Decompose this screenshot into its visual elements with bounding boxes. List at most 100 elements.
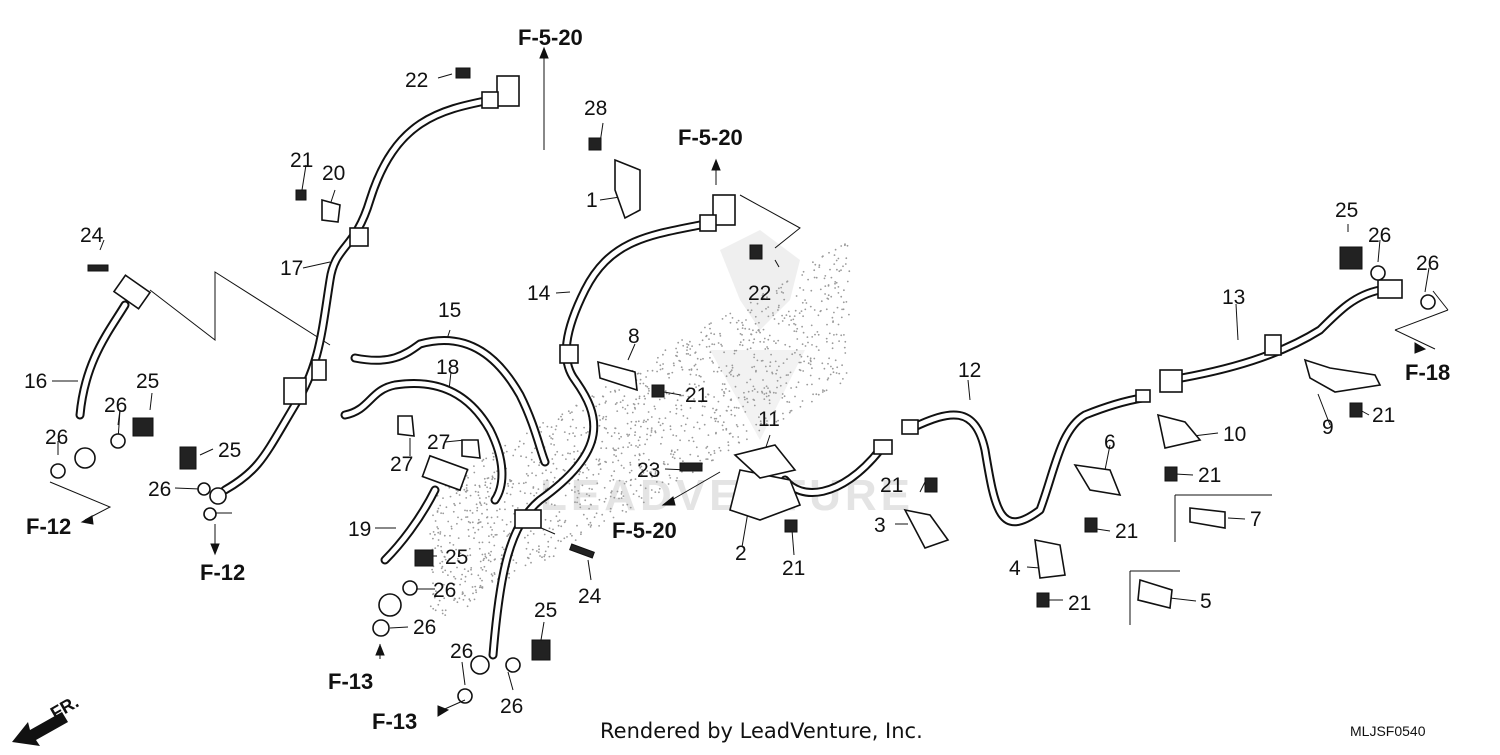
clip-27b	[461, 439, 481, 459]
callout: 24	[578, 585, 602, 608]
callout: 25	[136, 370, 159, 393]
callout: 2	[735, 542, 747, 565]
ref-label: F-13	[372, 709, 417, 734]
ref-label: F-12	[26, 514, 71, 539]
callout: 9	[1322, 416, 1334, 439]
callout: 12	[958, 359, 981, 382]
bracket-2	[729, 469, 802, 521]
bolt-25a	[132, 417, 154, 437]
junction-16	[112, 274, 152, 310]
ref-label: F-12	[200, 560, 245, 585]
callout: 25	[534, 599, 557, 622]
fitting-12a	[873, 439, 893, 455]
clip-4	[1034, 538, 1066, 579]
callout: 3	[874, 514, 886, 537]
bolt-25b	[179, 446, 197, 470]
bolt-21f	[1036, 592, 1050, 608]
bolt-21e	[1084, 517, 1098, 533]
ref-label: F-5-20	[612, 518, 677, 543]
direction-arrows	[80, 46, 1427, 717]
clip-8	[597, 360, 638, 392]
clamp-17b	[349, 227, 369, 247]
leader-lines	[49, 48, 1449, 691]
joint-17	[283, 377, 307, 405]
callout: 21	[290, 149, 313, 172]
callout: 18	[436, 356, 459, 379]
bracket-top	[496, 75, 520, 107]
fitting-12b	[901, 419, 919, 435]
brake-hoses	[75, 95, 1385, 660]
hardware	[50, 67, 1436, 704]
bolt-21a	[295, 189, 307, 201]
elbow-13	[1377, 279, 1403, 299]
clip-7	[1189, 507, 1226, 529]
callout: 26	[433, 579, 456, 602]
bracket-mid	[712, 194, 736, 226]
callout: 21	[880, 474, 903, 497]
callout: 7	[1250, 508, 1262, 531]
bolt-28	[588, 137, 602, 151]
callout: 20	[322, 162, 345, 185]
callout: 26	[45, 426, 68, 449]
callout: 22	[748, 282, 771, 305]
callout: 22	[405, 69, 428, 92]
callout: 25	[1335, 199, 1358, 222]
washer-26f	[372, 619, 390, 637]
bolt-22b	[749, 244, 763, 260]
bolt-21c	[784, 519, 798, 533]
bolt-25c	[414, 549, 434, 567]
footer-credit: Rendered by LeadVenture, Inc.	[600, 719, 923, 743]
banjo-left	[74, 447, 96, 469]
washer-26i	[1370, 265, 1386, 281]
washer-26g	[457, 688, 473, 704]
bolt-23	[679, 462, 703, 472]
callout: 24	[80, 224, 104, 247]
bolt-25d	[531, 639, 551, 661]
clamp-14b	[514, 509, 542, 529]
callout-numbers: 22 28 21 20 1 24 17 14 22 15 8 25 26 26 …	[24, 69, 1439, 718]
callout: 16	[24, 370, 47, 393]
bolt-22a	[455, 67, 471, 79]
bracket-1	[614, 158, 641, 220]
bolt-21d	[924, 477, 938, 493]
banjo-fitting	[481, 91, 499, 109]
callout: 21	[1115, 520, 1138, 543]
bolt-24a	[87, 264, 109, 272]
clip-6	[1073, 463, 1122, 497]
bracket-9	[1303, 358, 1382, 393]
callout: 27	[427, 431, 450, 454]
callout: 14	[527, 282, 551, 305]
washer-26b	[50, 463, 66, 479]
bolt-24b	[569, 543, 595, 559]
callout: 26	[450, 640, 473, 663]
callout: 26	[500, 695, 523, 718]
callout: 19	[348, 518, 371, 541]
callout: 26	[148, 478, 171, 501]
fittings	[74, 75, 1403, 675]
stipple-band	[429, 243, 851, 627]
washer-26a	[110, 433, 126, 449]
callout: 26	[104, 394, 127, 417]
callout: 26	[413, 616, 436, 639]
clip-27a	[397, 415, 415, 437]
banjo-fitting-2	[699, 214, 717, 232]
clamp-13	[1264, 334, 1282, 356]
callout: 21	[1372, 404, 1395, 427]
drawing-code: MLJSF0540	[1350, 723, 1426, 739]
callout: 26	[1368, 224, 1391, 247]
callout: 21	[1068, 592, 1091, 615]
junction-19	[421, 454, 469, 492]
callout: 25	[218, 439, 241, 462]
clip-5	[1137, 578, 1173, 609]
callout: 27	[390, 453, 413, 476]
clip-3	[903, 508, 950, 549]
washer-26c	[197, 482, 211, 496]
callout: 21	[685, 384, 708, 407]
callout: 26	[1416, 252, 1439, 275]
clamp-14a	[559, 344, 579, 364]
callout: 4	[1009, 557, 1021, 580]
callout: 28	[584, 97, 607, 120]
bolt-21b	[651, 384, 665, 398]
callout: 5	[1200, 590, 1212, 613]
